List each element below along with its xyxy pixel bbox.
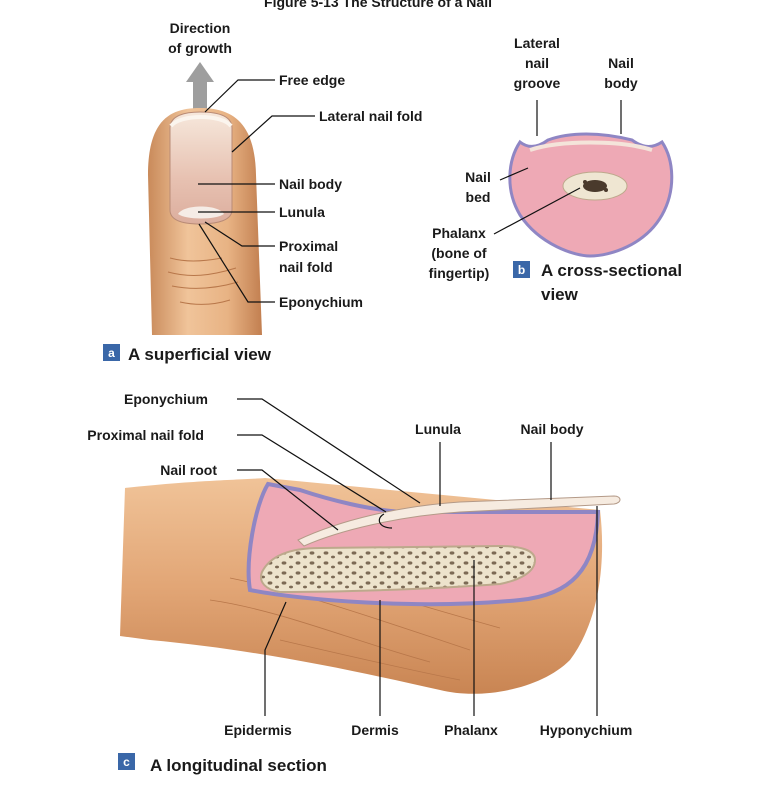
label-nail-bed-1: Nail (465, 169, 491, 185)
panel-a-superficial-view: Direction of growth Free edge Lateral na… (103, 20, 422, 364)
label-nail-body-c: Nail body (520, 421, 583, 437)
label-nail-body-b-1: Nail (608, 55, 634, 71)
caption-c: A longitudinal section (150, 756, 327, 775)
label-hyponychium: Hyponychium (540, 722, 633, 738)
figure-title: Figure 5-13 The Structure of a Nail (264, 0, 492, 10)
label-epidermis: Epidermis (224, 722, 292, 738)
growth-arrow-icon (186, 62, 214, 110)
label-phalanx-b-2: (bone of (431, 245, 487, 261)
label-phalanx-b-3: fingertip) (429, 265, 490, 281)
label-lateral-nail-groove-1: Lateral (514, 35, 560, 51)
panel-b-cross-section: Lateral nail groove Nail body Nail bed P… (429, 35, 682, 304)
label-dermis: Dermis (351, 722, 399, 738)
badge-a (103, 344, 120, 361)
label-phalanx-b-1: Phalanx (432, 225, 486, 241)
label-lateral-nail-fold: Lateral nail fold (319, 108, 422, 124)
label-lunula-c: Lunula (415, 421, 461, 437)
label-nail-body: Nail body (279, 176, 342, 192)
label-eponychium-c: Eponychium (124, 391, 208, 407)
label-lunula: Lunula (279, 204, 325, 220)
panel-c-longitudinal-section: Eponychium Proximal nail fold Nail root … (87, 391, 632, 775)
label-eponychium: Eponychium (279, 294, 363, 310)
badge-b (513, 261, 530, 278)
label-proximal-nail-fold-2: nail fold (279, 259, 333, 275)
nail-body-illustration (169, 111, 233, 225)
label-proximal-nail-fold-1: Proximal (279, 238, 338, 254)
label-lateral-nail-groove-3: groove (514, 75, 561, 91)
label-phalanx-c: Phalanx (444, 722, 498, 738)
badge-a-letter: a (108, 346, 115, 360)
nail-plate-illustration (297, 495, 621, 547)
badge-c-letter: c (123, 755, 130, 769)
label-proximal-nail-fold-c: Proximal nail fold (87, 427, 204, 443)
label-direction-of-growth-1: Direction (170, 20, 231, 36)
caption-b-1: A cross-sectional (541, 261, 682, 280)
badge-c (118, 753, 135, 770)
label-direction-of-growth-2: of growth (168, 40, 232, 56)
label-nail-bed-2: bed (466, 189, 491, 205)
label-nail-body-b-2: body (604, 75, 638, 91)
caption-b-2: view (541, 285, 579, 304)
label-nail-root: Nail root (160, 462, 217, 478)
label-free-edge: Free edge (279, 72, 345, 88)
badge-b-letter: b (518, 263, 525, 277)
caption-a: A superficial view (128, 345, 272, 364)
label-lateral-nail-groove-2: nail (525, 55, 549, 71)
phalanx-bone-illustration (260, 544, 537, 594)
